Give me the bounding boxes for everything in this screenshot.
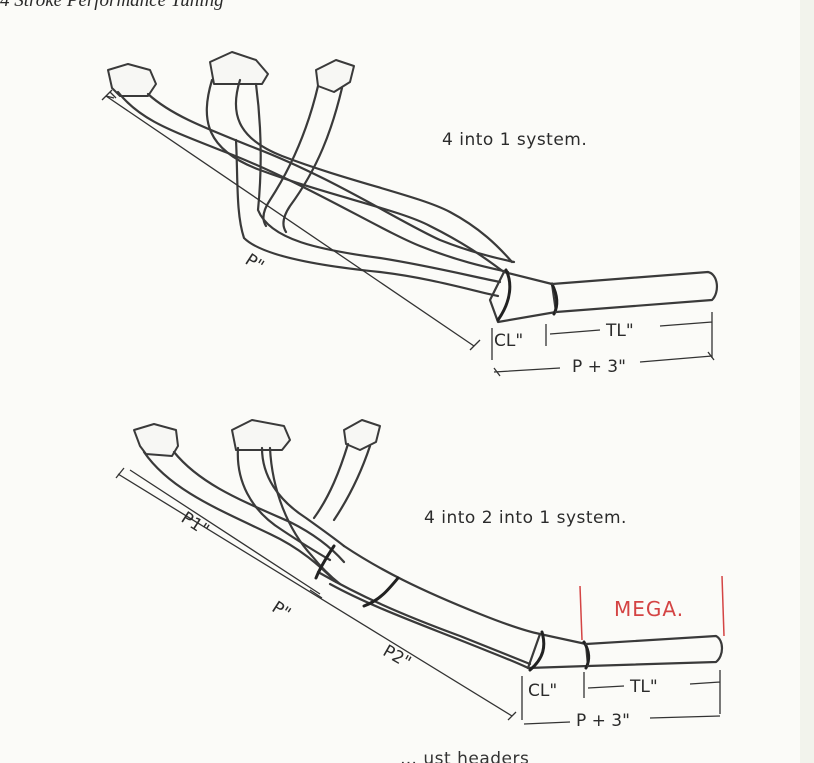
flange-cylinder-3b <box>343 419 381 451</box>
label-tail-bottom: TL" <box>629 677 658 697</box>
flange-cylinder-1 <box>107 63 157 97</box>
primary-pipe-2b <box>236 446 332 562</box>
dim-line-primary <box>105 95 475 347</box>
primary-pipe-1b <box>142 450 338 584</box>
label-collector-bottom: CL" <box>528 681 557 701</box>
primary-pipe-1 <box>116 90 510 274</box>
primary-pipe-3 <box>254 82 502 284</box>
secondary-pipe-lower <box>316 570 532 666</box>
flange-cylinder-2 <box>209 51 269 85</box>
flange-cylinder-3 <box>315 59 355 93</box>
flange-cylinder-2b <box>231 419 291 451</box>
label-overall-bottom: P + 3" <box>576 711 630 731</box>
dim-line-overall <box>493 355 713 373</box>
page-edge-shadow <box>800 0 814 763</box>
dim-line-tail-b <box>587 670 721 714</box>
secondary-pipe-upper <box>342 544 542 636</box>
tail-pipe <box>550 270 718 314</box>
label-overall-top: P + 3" <box>572 357 626 377</box>
caption-4-into-2-into-1: 4 into 2 into 1 system. <box>424 508 627 528</box>
label-primary2-bottom: P2" <box>379 641 414 673</box>
dim-line-overall-b <box>523 715 721 725</box>
running-head: 4 Stroke Performance Tuning <box>0 0 224 11</box>
caption-4-into-1: 4 into 1 system. <box>442 130 588 150</box>
label-primary-top: P" <box>241 250 267 277</box>
diagram-4-into-2-into-1 <box>115 419 725 725</box>
figure-caption: … ust headers <box>400 749 530 763</box>
label-collector-top: CL" <box>494 331 523 351</box>
label-tail-top: TL" <box>605 321 634 341</box>
dim-line-collector-b <box>521 672 585 720</box>
dim-line-primary-b <box>117 473 513 717</box>
collector <box>488 270 558 324</box>
dim-line-tail <box>549 312 713 358</box>
label-primary-bottom: P" <box>268 598 294 625</box>
tail-pipe-b <box>584 634 724 668</box>
dim-line-collector <box>491 324 547 360</box>
mega-bracket-left <box>579 585 583 641</box>
diagram-4-into-1 <box>101 51 718 377</box>
primary-pipe-2 <box>205 78 506 274</box>
primary-pipe-4 <box>262 84 320 228</box>
primary-pipe-4b <box>312 442 350 520</box>
handwritten-mega-note: MEGA. <box>614 597 684 621</box>
dim-line-primary1-b <box>129 469 321 595</box>
flange-cylinder-1b <box>133 423 179 457</box>
mega-bracket-right <box>721 575 725 637</box>
primary-pipe-3b <box>268 446 342 586</box>
